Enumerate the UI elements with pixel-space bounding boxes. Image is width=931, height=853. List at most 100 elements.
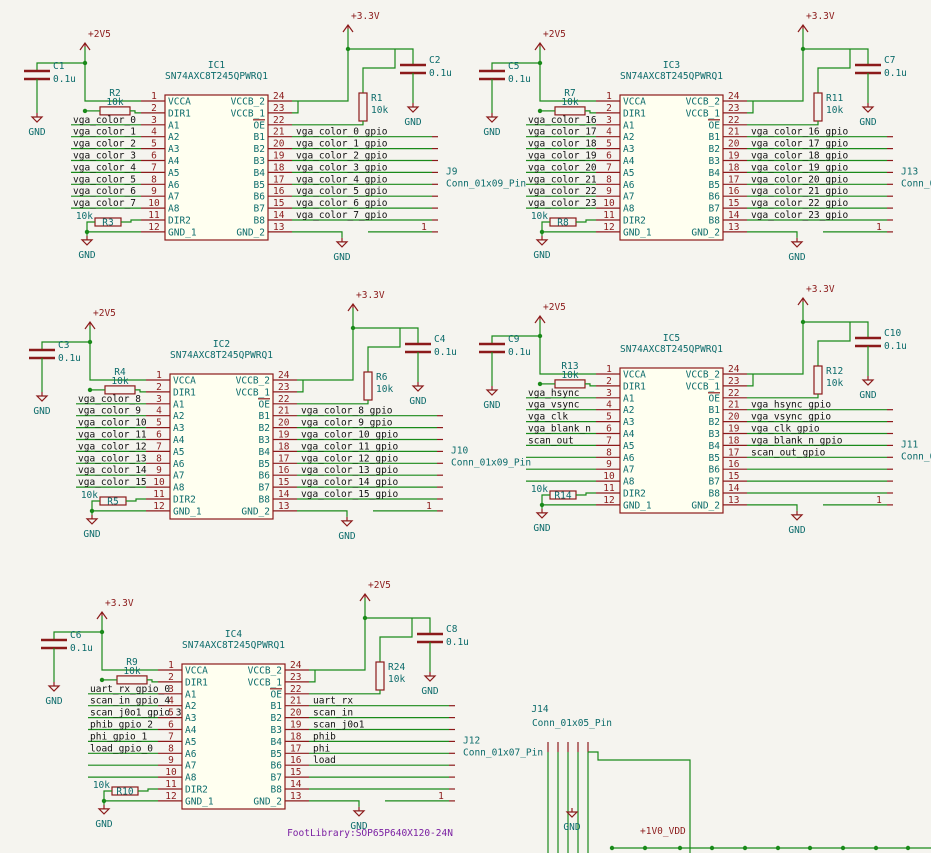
- conn-ref: J10: [451, 445, 468, 456]
- net-label-a6: vga_color_21: [528, 174, 597, 185]
- pin-name: B4: [259, 447, 271, 458]
- junction-dot: [873, 845, 879, 851]
- net-label-b4: phib: [313, 731, 336, 742]
- net-label-a1: uart_rx_gpio_0: [90, 684, 170, 695]
- pin-name: VCCB_2: [248, 666, 282, 677]
- power-label: +2V5: [93, 308, 116, 319]
- pin-name: A8: [173, 483, 185, 494]
- pin-number: 8: [168, 743, 174, 754]
- gnd-symbol: [485, 389, 499, 396]
- pin-number: 9: [156, 465, 162, 476]
- gnd-symbol: [861, 106, 875, 113]
- pin-number: 14: [728, 483, 740, 494]
- pin-number: 13: [728, 222, 739, 233]
- power-label: +3.3V: [806, 11, 835, 22]
- resistor-body: [358, 92, 368, 122]
- pin-name: A3: [168, 144, 179, 155]
- wire: [309, 670, 316, 683]
- resistor-value: 10k: [531, 484, 548, 495]
- resistor-ref: R9: [126, 657, 138, 668]
- pin-number: 10: [148, 198, 160, 209]
- gnd-symbol: [790, 241, 804, 248]
- pin-name: GND_2: [691, 227, 720, 238]
- pin-name: GND_1: [623, 500, 652, 511]
- net-label-a3: scan_j0o1_gpio_3: [90, 708, 182, 719]
- pin-number: 11: [148, 210, 160, 221]
- pin-name: VCCA: [185, 666, 208, 677]
- pin-number: 18: [290, 731, 302, 742]
- pin-number: 15: [290, 767, 301, 778]
- pin-name: B8: [259, 495, 271, 506]
- junction-dot: [87, 387, 93, 393]
- cap-value: 0.1u: [70, 643, 93, 654]
- pin-name: B5: [271, 749, 282, 760]
- pin-number: 14: [278, 489, 290, 500]
- net-label-b8: vga_color_15_gpio: [301, 489, 399, 500]
- power-label: +2V5: [543, 29, 566, 40]
- net-label-a1: vga_color_0: [73, 115, 136, 126]
- junction-dot: [101, 798, 107, 804]
- pin-name: B4: [254, 168, 266, 179]
- pin-number: 5: [151, 139, 157, 150]
- net-label-a5: vga_color_12: [78, 441, 147, 452]
- pin-number: 9: [168, 755, 174, 766]
- wire: [292, 121, 364, 126]
- pin-number: 22: [728, 115, 739, 126]
- pin-number: 17: [290, 743, 301, 754]
- gnd-label: GND: [45, 696, 62, 707]
- pin-name: B7: [254, 204, 265, 215]
- wire: [292, 231, 343, 238]
- gnd-label: GND: [350, 821, 367, 832]
- pin-number: 17: [728, 447, 739, 458]
- gnd-symbol: [423, 675, 437, 682]
- pin-number: 1: [606, 364, 612, 375]
- pin-number: 13: [290, 791, 301, 802]
- pin-name: A4: [623, 429, 635, 440]
- pin-number: 22: [273, 115, 284, 126]
- rail-label: +1V0_VDD: [640, 826, 686, 837]
- pin-name: B7: [709, 204, 720, 215]
- gnd-symbol: [30, 116, 44, 123]
- pin-name: GND_2: [236, 227, 265, 238]
- pin-number: 12: [603, 495, 614, 506]
- pin-number: 18: [273, 162, 285, 173]
- wire: [588, 751, 691, 853]
- power-label: +3.3V: [351, 11, 380, 22]
- resistor-ref: R5: [107, 497, 118, 508]
- j14-ref: J14: [531, 704, 548, 715]
- pin-number: 21: [290, 696, 302, 707]
- resistor-ref: R8: [557, 218, 569, 229]
- net-label-a7: vga_color_22: [528, 186, 597, 197]
- pin-name: OE: [709, 393, 721, 404]
- pin-name: A1: [623, 393, 635, 404]
- pin-name: A7: [185, 761, 196, 772]
- ic-part: SN74AXC8T245QPWRQ1: [170, 350, 273, 361]
- pin-name: B2: [271, 713, 282, 724]
- gnd-label: GND: [333, 252, 350, 263]
- junction-dot: [609, 845, 615, 851]
- pin-number: 1: [151, 91, 157, 102]
- pin-number: 1: [606, 91, 612, 102]
- net-label-a3: vga_clk: [528, 412, 568, 423]
- pin-name: OE: [271, 689, 283, 700]
- pin-name: GND_2: [241, 506, 270, 517]
- wire: [86, 221, 141, 233]
- net-label-a6: vga_color_13: [78, 453, 147, 464]
- pin-name: GND_1: [623, 227, 652, 238]
- resistor-body: [813, 92, 823, 122]
- gnd-label: GND: [338, 531, 355, 542]
- pin-number: 7: [606, 435, 612, 446]
- pin-number: 17: [278, 453, 289, 464]
- pin-number: 15: [728, 471, 739, 482]
- net-label-b6: vga_color_13_gpio: [301, 465, 399, 476]
- net-label-a8: vga_color_7: [73, 198, 136, 209]
- resistor-ref: R11: [826, 93, 843, 104]
- pin-number: 3: [168, 684, 174, 695]
- net-label-b1: uart_rx: [313, 696, 353, 707]
- pin-name: A2: [185, 701, 196, 712]
- wire: [135, 389, 146, 393]
- net-label-a2: vga_color_1: [73, 127, 136, 138]
- pin-number: 24: [278, 370, 290, 381]
- gnd-label: GND: [78, 250, 95, 261]
- pin-number: 11: [603, 210, 615, 221]
